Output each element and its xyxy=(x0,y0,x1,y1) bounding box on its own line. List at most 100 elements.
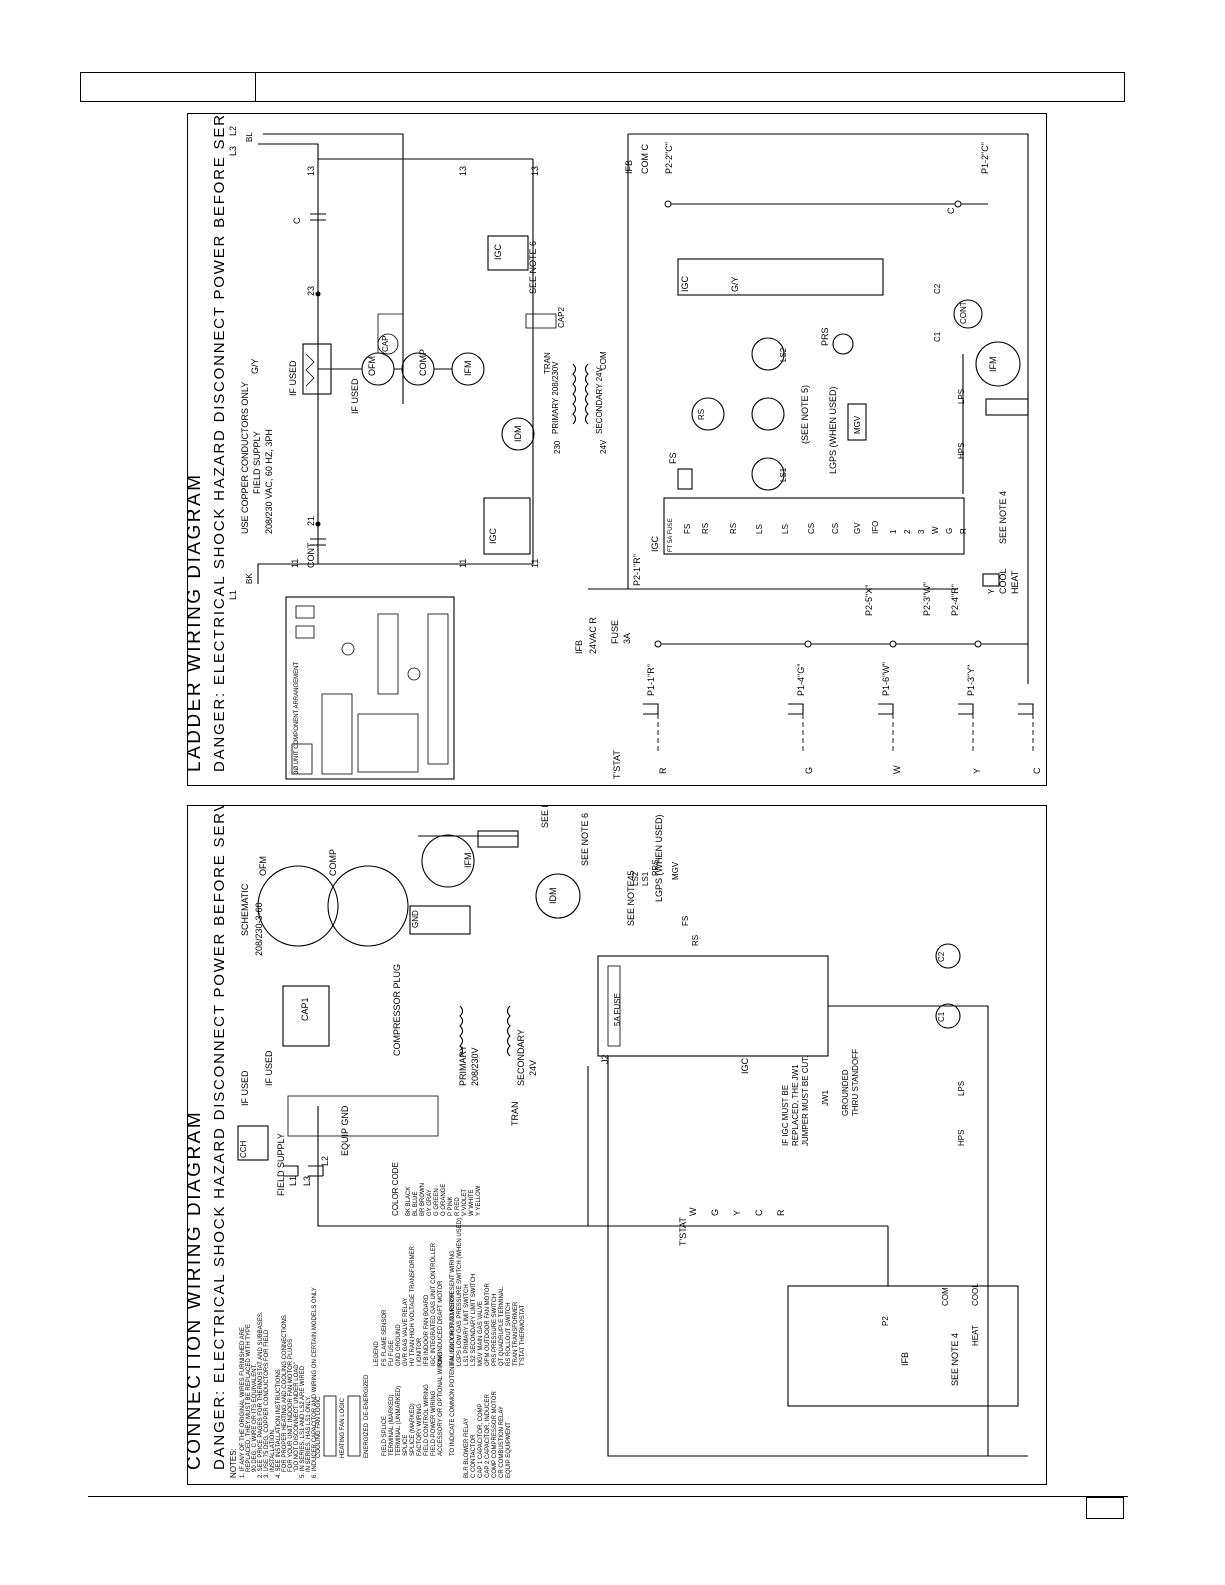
cap1-box xyxy=(282,985,330,1047)
conn-tran-secondary xyxy=(506,1005,511,1057)
conn-cool: COOL xyxy=(971,1283,980,1306)
note-line-10: "DO NOT DISCONNECT UNDER LOAD" xyxy=(294,1362,300,1472)
legend-23: PRS PRESSURE SWITCH xyxy=(492,1294,498,1366)
field-supply-terminal-a xyxy=(283,1165,299,1177)
conn-ifb-label: IFB xyxy=(900,1352,910,1366)
color-5: G GREEN xyxy=(434,1188,440,1216)
note-line-8: FOR PROPER HEATING AND COOLING CONNECTIO… xyxy=(282,1315,288,1472)
p2-2c-label: P2-2"C" xyxy=(664,142,674,174)
cont-coil xyxy=(953,299,983,329)
symbol-1: FIELD SPLICE xyxy=(382,1416,388,1456)
color-11: Y YELLOW xyxy=(476,1185,482,1216)
jw1-label: JW1 xyxy=(821,1089,830,1106)
rs-label: RS xyxy=(697,409,706,420)
component-arrangement-title: 3Ø UNIT COMPONENT ARRANGEMENT xyxy=(294,662,300,774)
fan-logic-energized: ENERGIZED xyxy=(364,1422,370,1458)
t11-b: 11 xyxy=(458,559,468,568)
color-8: R RED xyxy=(455,1197,461,1216)
t23: 23 xyxy=(306,286,316,296)
ifb-top-label: IFB xyxy=(624,160,634,174)
cap2 xyxy=(525,313,557,329)
symbol-4: SPLICE xyxy=(403,1435,409,1456)
legend-27: T'STAT THERMOSTAT xyxy=(520,1305,526,1366)
bus-l2 xyxy=(263,133,404,404)
supply-copper-note: USE COPPER CONDUCTORS ONLY xyxy=(240,382,250,534)
ifm-line-terminals xyxy=(409,905,471,935)
if-used-label-a: IF USED xyxy=(288,360,298,396)
symbol-7: FIELD CONTROL WIRING xyxy=(424,1384,430,1456)
p1-2c-label: P1-2"C" xyxy=(980,142,990,174)
vac-label: 24VAC R xyxy=(588,617,598,654)
legend-16: IDM INDUCED DRAFT MOTOR xyxy=(438,1280,444,1366)
ifb-component xyxy=(295,605,315,619)
cont-label: CONT xyxy=(306,542,316,568)
term-cs-a: CS xyxy=(807,523,816,534)
note-line-9: FOR YOUR UNIT. INDOOR FAN MOTOR PLUGS xyxy=(288,1339,294,1472)
igc-terminal-strip xyxy=(663,497,965,555)
c2-coil xyxy=(935,943,961,969)
header-cell-left xyxy=(80,72,256,102)
schematic-label: SCHEMATIC xyxy=(240,883,250,936)
ls1-device xyxy=(751,457,785,491)
symbol-8: FIELD POWER WIRING xyxy=(431,1390,437,1456)
conn-lgps: LGPS (WHEN USED) xyxy=(654,814,664,902)
comp-conn-motor xyxy=(327,865,409,947)
legend-6: CR COMBUSTION RELAY xyxy=(499,1406,505,1478)
conn-secondary-v: 24V xyxy=(528,1060,538,1076)
legend-7: EQUIP EQUIPMENT xyxy=(506,1422,512,1478)
y-relay-label: Y xyxy=(987,588,996,594)
tstat-w: W xyxy=(892,765,902,774)
term-gv: GV xyxy=(853,522,862,534)
fan-logic-de-energized: DE-ENERGIZED xyxy=(364,1374,370,1420)
if-used-a: IF USED xyxy=(240,1070,250,1106)
ifm-motor-b xyxy=(975,341,1021,387)
term-rs-b: RS xyxy=(729,523,738,534)
color-1: BK BLACK xyxy=(406,1187,412,1216)
abbreviation-legend: BLR BLOWER RELAY C CONTACTOR CAP 1 CAPAC… xyxy=(382,1218,526,1478)
conn-tstat-label: T'STAT xyxy=(678,1217,688,1246)
conn-tstat-y: Y xyxy=(732,1210,742,1216)
wire-bk: BK xyxy=(245,573,254,584)
heater-coil xyxy=(305,353,315,387)
conn-hps: HPS xyxy=(957,1130,966,1146)
p1-4g-node xyxy=(804,640,812,648)
conn-ls1: LS1 xyxy=(641,871,650,886)
color-2: BL BLUE xyxy=(413,1192,419,1216)
ls2-device xyxy=(751,337,785,371)
notes-title: NOTES: xyxy=(229,1448,238,1478)
grounded-label: GROUNDED xyxy=(841,1069,850,1116)
component-arrangement-box xyxy=(285,596,455,780)
conn-tstat-c: C xyxy=(754,1209,764,1216)
note-line-3: 90 DEG. C WIRE OR ITS EQUIVALENT. xyxy=(252,1363,258,1472)
tran-com: COM xyxy=(599,351,608,370)
igc-strip-label: IGC xyxy=(680,275,690,292)
t13-b: 13 xyxy=(458,166,468,176)
cch-box xyxy=(237,1125,269,1161)
c1-label: C1 xyxy=(933,331,942,342)
term-fs: FS xyxy=(683,524,692,534)
field-l3: L3 xyxy=(302,1176,312,1186)
tstat-w-switch xyxy=(878,703,894,715)
field-l1: L1 xyxy=(288,1176,298,1186)
color-code-title: COLOR CODE xyxy=(391,1162,400,1216)
fuse-label: FUSE xyxy=(610,620,620,644)
ladder-diagram-panel: LADDER WIRING DIAGRAM DANGER: ELECTRICAL… xyxy=(184,51,1047,786)
conn-mgv: MGV xyxy=(671,861,680,880)
compressor-section-box xyxy=(321,693,353,775)
cch-label: CCH xyxy=(239,1140,248,1158)
tran-24v: 24V xyxy=(599,439,608,454)
color-code-list: BK BLACK BL BLUE BR BROWN GY GRAY G GREE… xyxy=(406,1183,482,1216)
field-supply-label: FIELD SUPPLY xyxy=(276,1133,286,1196)
idm-conn-motor xyxy=(535,873,581,919)
ifm-conn-motor xyxy=(421,834,475,888)
conn-lps: LPS xyxy=(957,1081,966,1096)
y-relay xyxy=(982,573,1000,587)
term-w: W xyxy=(931,526,940,534)
wire-run-d xyxy=(828,1005,989,1456)
tran-label: TRAN xyxy=(543,352,552,374)
c-component xyxy=(295,625,315,639)
tran-secondary-coil xyxy=(584,363,589,425)
p2-4r-label: P2-4"R" xyxy=(950,584,960,616)
conn-tstat-r: R xyxy=(776,1209,786,1216)
symbol-legend: FIELD SPLICE TERMINAL (MARKED) TERMINAL … xyxy=(382,1250,456,1456)
